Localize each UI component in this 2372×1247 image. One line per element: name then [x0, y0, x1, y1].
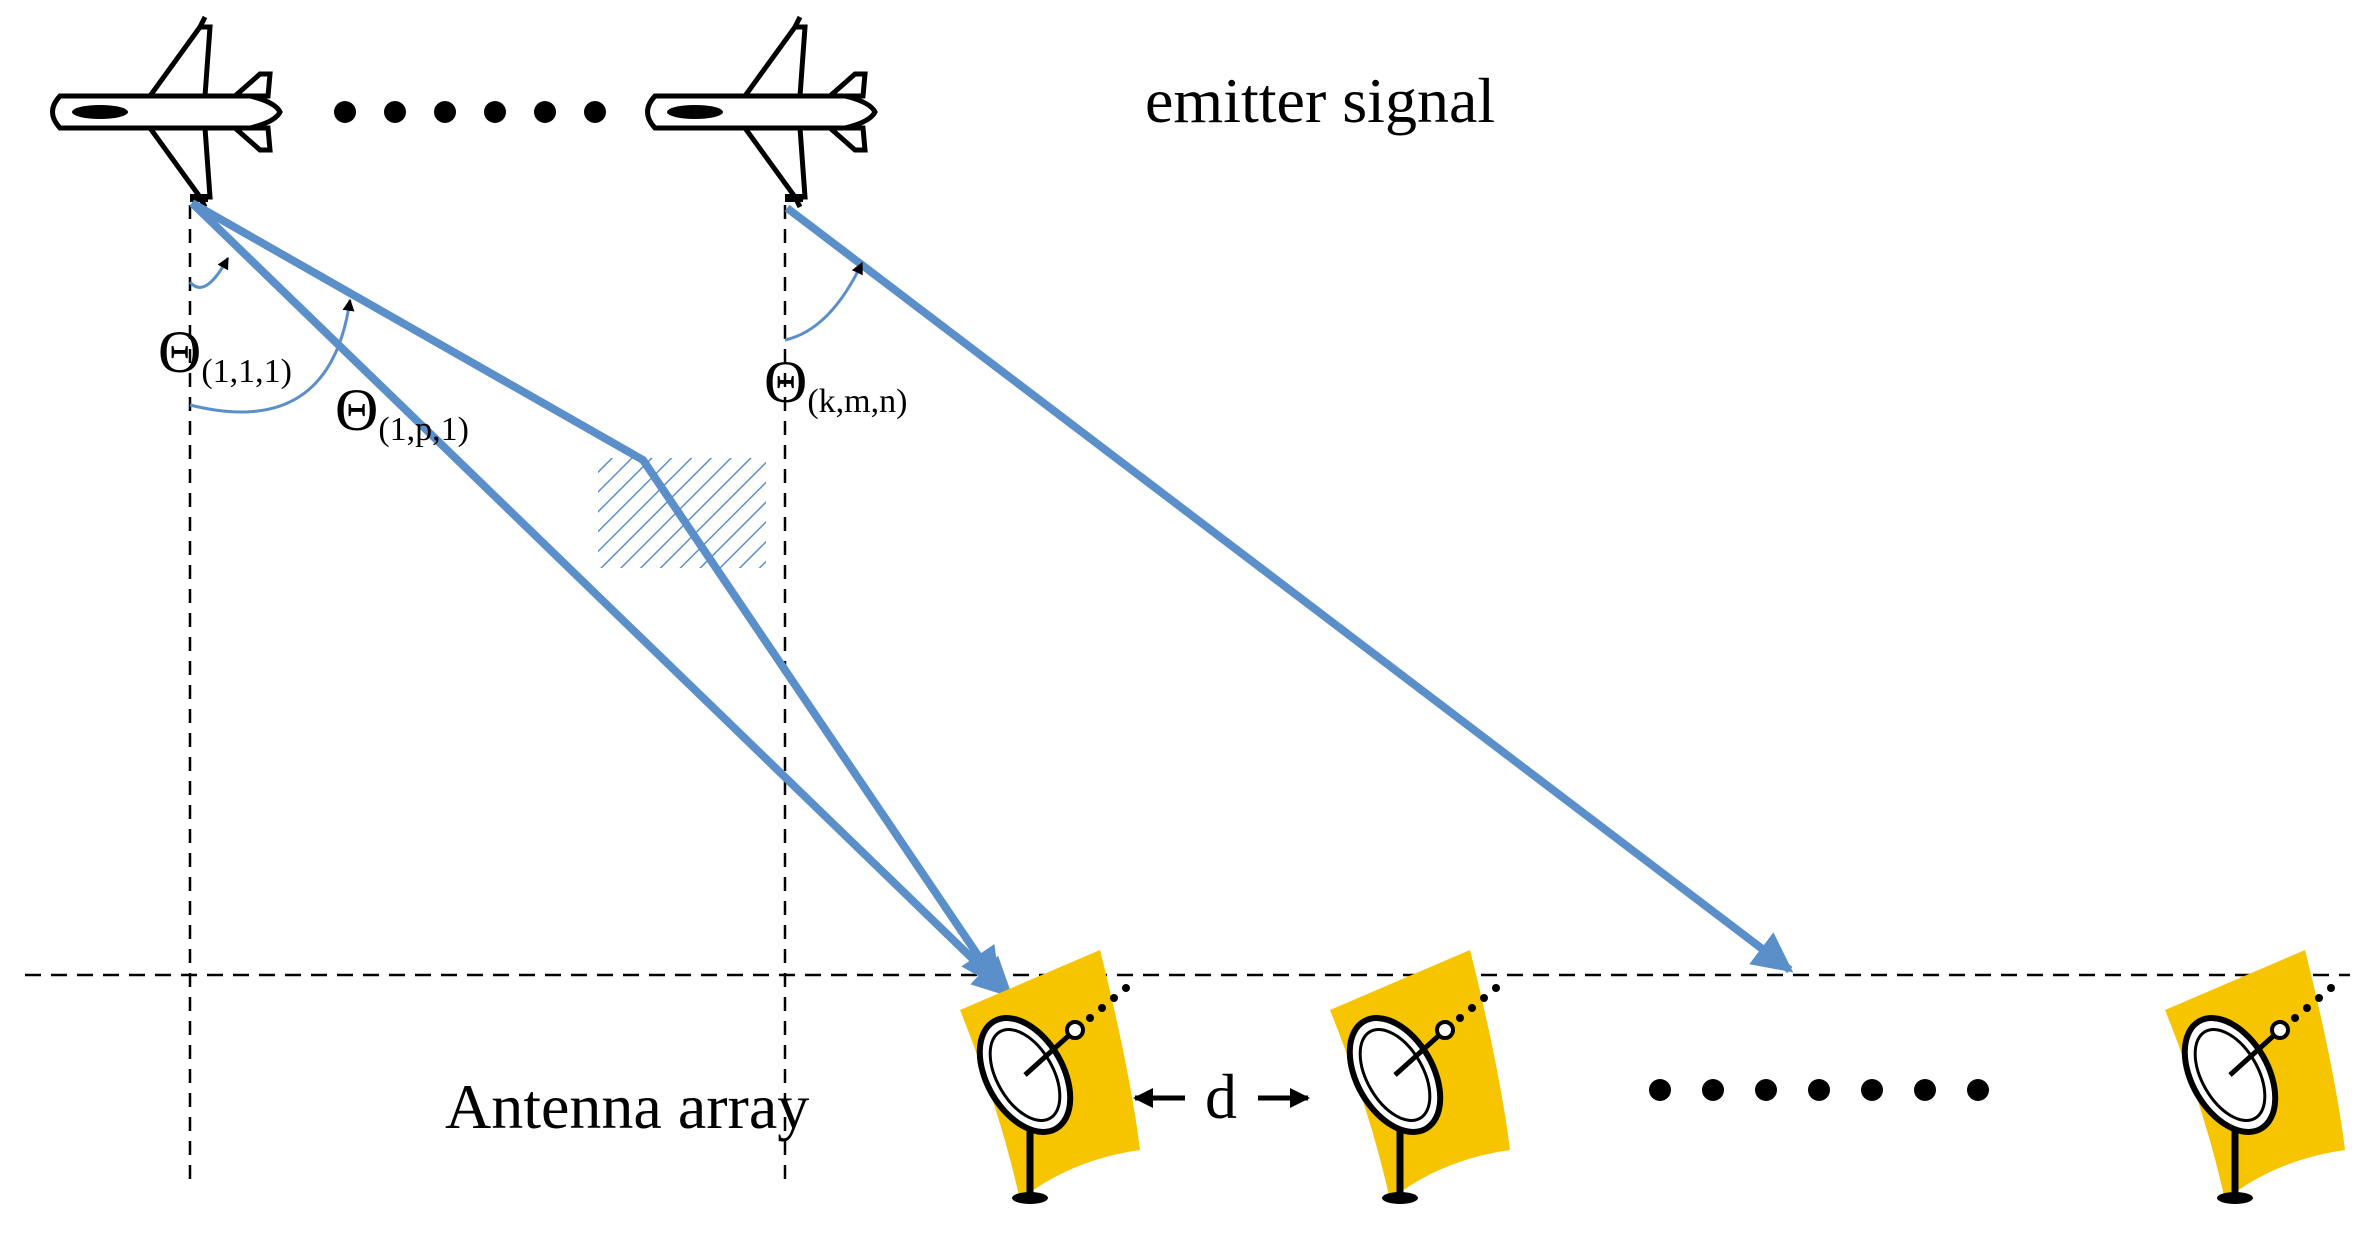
emitter-signal-label: emitter signal: [1145, 65, 1495, 136]
angle-label-1p1: Θ(1,p,1): [335, 377, 469, 448]
airplane-icon: [648, 17, 876, 207]
satellite-dish-icon: [2165, 950, 2345, 1204]
ellipsis-dots-top: [334, 101, 606, 123]
angle-arc-kmn: [784, 261, 864, 342]
ellipsis-dots-bottom: [1649, 1079, 1989, 1101]
ray-reflected: [190, 199, 1002, 989]
ray-direct-1: [189, 200, 1013, 998]
angle-arc-1p1: [189, 298, 355, 414]
angle-arc-111: [188, 256, 230, 289]
angle-label-kmn: Θ(k,m,n): [764, 349, 907, 420]
satellite-dish-icon: [1330, 950, 1510, 1204]
satellite-dish-icon: [960, 950, 1140, 1204]
antenna-array-label: Antenna array: [445, 1071, 809, 1142]
airplane-icon: [53, 17, 281, 207]
ray-direct-k: [784, 204, 1794, 974]
spacing-label: d: [1205, 1061, 1237, 1132]
angle-label-111: Θ(1,1,1): [158, 319, 292, 390]
